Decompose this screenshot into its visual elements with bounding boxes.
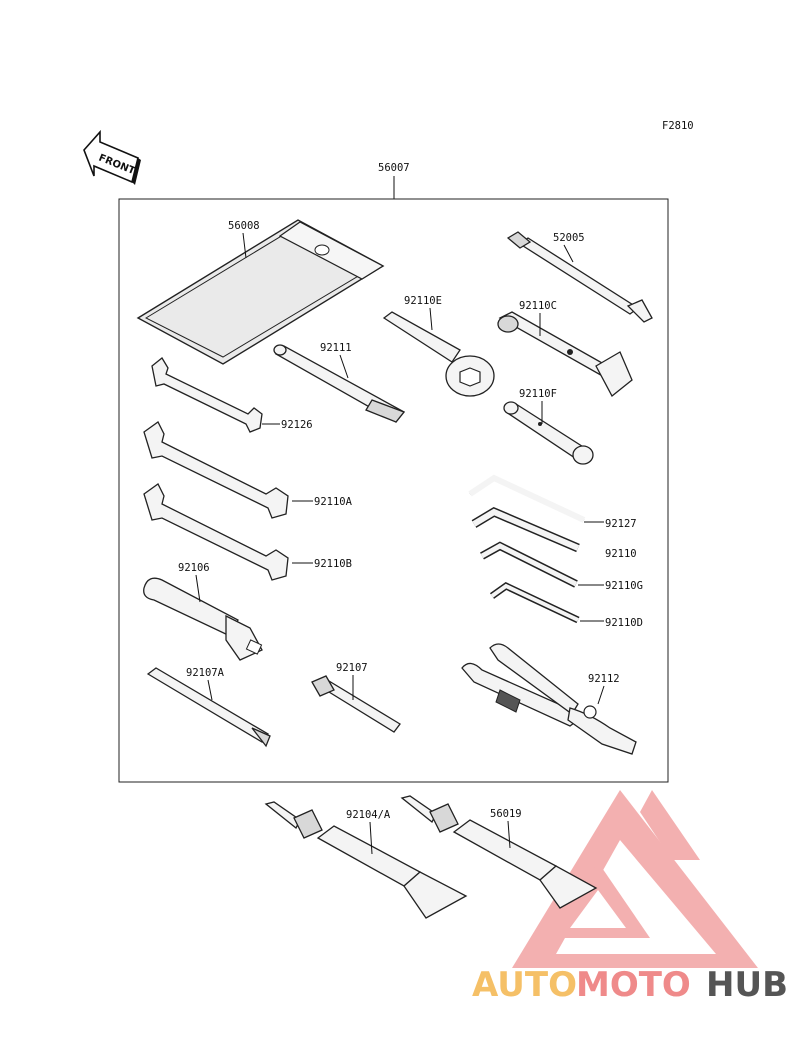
label-92126: 92126 [281, 419, 313, 431]
label-92110G: 92110G [605, 580, 643, 592]
label-92106: 92106 [178, 562, 210, 574]
front-arrow-icon: FRONT [83, 129, 141, 185]
pliers [461, 643, 637, 755]
socket-wrench-c [497, 311, 633, 397]
tool-case [136, 219, 385, 365]
handle-bar [273, 344, 406, 423]
label-56008: 56008 [228, 220, 260, 232]
watermark-moto: MOTO [576, 965, 691, 1005]
label-92107: 92107 [336, 662, 368, 674]
hex-key-92127 [468, 474, 586, 523]
screwdriver-handle [143, 577, 263, 661]
watermark-text: AUTO MOTO HUB [472, 965, 788, 1005]
label-92112: 92112 [588, 673, 620, 685]
label-52005: 52005 [553, 232, 585, 244]
screwdriver-bit [311, 675, 401, 733]
label-92110: 92110 [605, 548, 637, 560]
label-92110A: 92110A [314, 496, 353, 508]
label-56019: 56019 [490, 808, 522, 820]
screwdriver-bit-a [146, 667, 271, 748]
label-92110B: 92110B [314, 558, 352, 570]
label-92111: 92111 [320, 342, 352, 354]
label-92104-A: 92104/A [346, 809, 391, 821]
sealant-tube [400, 795, 598, 909]
automotohub-logo [512, 790, 758, 968]
label-56007: 56007 [378, 162, 410, 174]
kit-outline [118, 198, 669, 783]
spark-plug-wrench [506, 231, 653, 323]
label-92110C: 92110C [519, 300, 557, 312]
watermark-hub: HUB [706, 965, 788, 1005]
hex-key-92110G [480, 541, 578, 588]
open-end-wrench-92110B [143, 483, 289, 581]
hex-key-92110D [489, 581, 580, 624]
open-end-wrench-92126 [151, 357, 263, 433]
hex-key-92110 [471, 506, 580, 553]
open-end-wrench-92110A [143, 421, 289, 519]
grease-tube [264, 801, 468, 919]
label-92110E: 92110E [404, 295, 442, 307]
ring-wrench [382, 311, 495, 397]
socket-wrench-f [503, 401, 594, 465]
label-92110D: 92110D [605, 617, 643, 629]
label-92107A: 92107A [186, 667, 225, 679]
label-92110F: 92110F [519, 388, 557, 400]
watermark-auto: AUTO [472, 965, 577, 1005]
label-92127: 92127 [605, 518, 637, 530]
figure-code: F2810 [662, 120, 694, 132]
